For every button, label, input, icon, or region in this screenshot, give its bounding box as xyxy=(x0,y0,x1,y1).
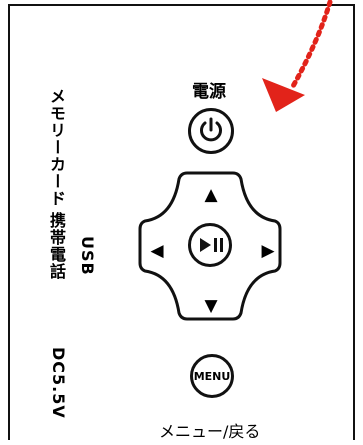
pause-icon xyxy=(214,238,217,252)
usb-label: USB xyxy=(78,236,97,276)
play-pause-button[interactable] xyxy=(188,223,232,267)
dpad-up-button[interactable]: ▲ xyxy=(204,185,218,205)
memory-card-label: メモリーカード xyxy=(47,88,66,207)
dpad-right-button[interactable]: ▶ xyxy=(261,241,275,261)
power-button[interactable] xyxy=(188,108,234,154)
dpad-down-button[interactable]: ▼ xyxy=(204,296,218,316)
dc-input-label: DC5.5V xyxy=(49,347,68,419)
dpad-left-button[interactable]: ◀ xyxy=(150,241,164,261)
power-label: 電源 xyxy=(192,82,226,102)
device-panel xyxy=(8,4,355,440)
menu-button[interactable]: MENU xyxy=(190,354,234,398)
menu-back-label: メニュー/戻る xyxy=(159,422,261,441)
mobile-phone-label: 携帯電話 xyxy=(47,212,66,280)
power-icon xyxy=(200,117,222,142)
play-icon xyxy=(200,238,211,252)
pause-icon-bar xyxy=(220,238,223,252)
